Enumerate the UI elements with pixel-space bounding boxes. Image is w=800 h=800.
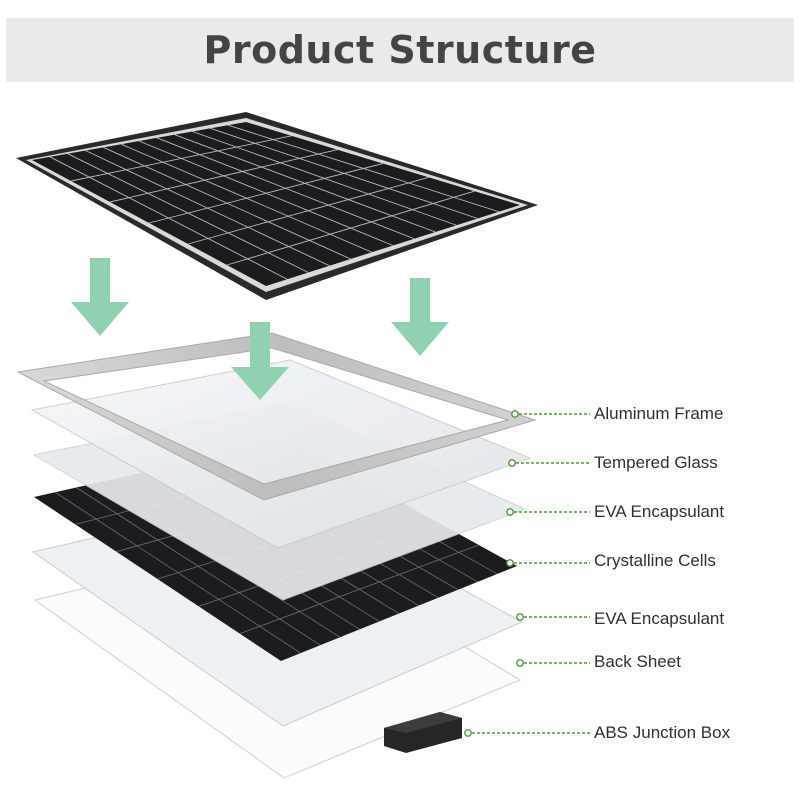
tempered-glass-layer bbox=[30, 359, 532, 549]
leader-dot bbox=[464, 729, 472, 737]
leader-dot bbox=[516, 659, 524, 667]
page-title: Product Structure bbox=[203, 28, 597, 72]
junction-box bbox=[384, 712, 462, 753]
down-arrow-icon bbox=[391, 278, 449, 356]
down-arrow-icon bbox=[231, 322, 289, 400]
leader-dot bbox=[506, 559, 514, 567]
leader-dot bbox=[511, 410, 519, 418]
title-band bbox=[6, 18, 794, 82]
leader-dot bbox=[508, 459, 516, 467]
assembled-solar-panel bbox=[16, 112, 538, 300]
down-arrow-icon bbox=[71, 258, 129, 336]
leader-dot bbox=[506, 508, 514, 516]
aluminum-frame-layer bbox=[16, 332, 537, 501]
leader-dot bbox=[516, 613, 524, 621]
title-bar: Product Structure bbox=[0, 0, 800, 82]
